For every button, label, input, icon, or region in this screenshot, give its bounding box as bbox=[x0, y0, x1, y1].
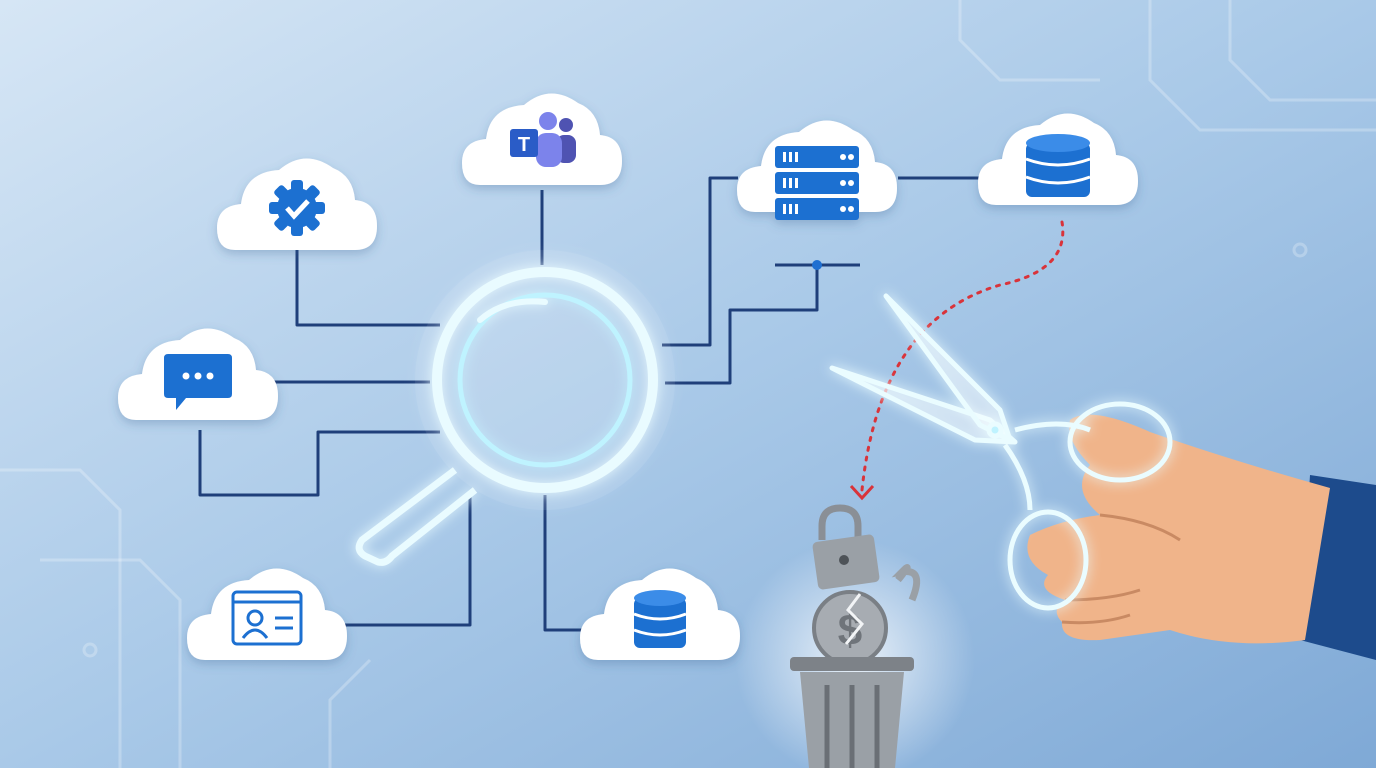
cloud-teams[interactable]: T bbox=[462, 93, 622, 185]
cloud-chat[interactable] bbox=[118, 328, 278, 420]
cloud-settings[interactable] bbox=[217, 158, 377, 250]
server-rack-icon bbox=[775, 146, 859, 220]
arrow-head-icon bbox=[849, 484, 875, 501]
broken-lock-icon bbox=[812, 504, 921, 602]
cloud-contact[interactable] bbox=[187, 568, 347, 660]
magnifying-glass-icon bbox=[355, 250, 675, 566]
chat-bubble-icon bbox=[164, 354, 232, 410]
broken-dollar-coin-icon: $ bbox=[812, 590, 888, 666]
junction-dot bbox=[812, 260, 822, 270]
database-icon bbox=[633, 590, 687, 648]
svg-text:T: T bbox=[518, 134, 530, 156]
cloud-database-top[interactable] bbox=[978, 113, 1138, 205]
gear-check-icon bbox=[269, 180, 325, 236]
teams-logo-icon: T bbox=[510, 112, 576, 167]
database-icon bbox=[1025, 134, 1091, 197]
dotted-arrow bbox=[860, 220, 1065, 492]
hand-icon bbox=[1027, 414, 1376, 660]
trash-can-icon[interactable] bbox=[790, 657, 914, 768]
cloud-database-bottom[interactable] bbox=[580, 568, 740, 660]
cloud-server[interactable] bbox=[737, 120, 897, 220]
contact-card-icon bbox=[231, 590, 303, 646]
scissors-icon[interactable] bbox=[829, 293, 1173, 611]
